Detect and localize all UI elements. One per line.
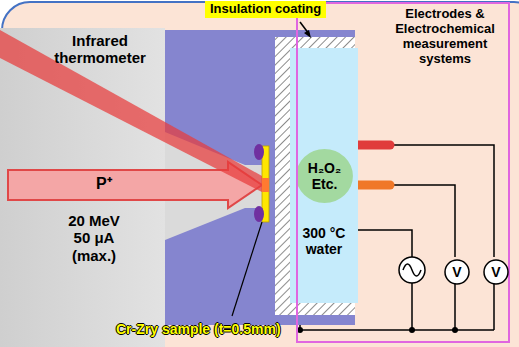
node-text: V: [452, 264, 461, 280]
infrared-beam: [0, 30, 262, 192]
sample-label: Cr-Zry sample (t=0.5mm): [116, 321, 281, 337]
ac-wave: [403, 264, 421, 276]
leader-line: [232, 222, 262, 316]
ac-source-symbol: [399, 257, 425, 283]
callout-box: Insulation coating: [205, 1, 326, 18]
measurement-box: Electrodes & Electrochemical measurement…: [296, 2, 510, 343]
o-ring: [254, 144, 264, 160]
node-text: Insulation coating: [210, 2, 321, 17]
circle: [484, 260, 508, 284]
species-ellipse: H₂O₂ Etc.: [295, 148, 354, 204]
beam-label: P⁺: [96, 175, 112, 193]
node-text: V: [491, 264, 500, 280]
voltmeter-symbol: V: [444, 259, 470, 285]
beam-parameters: 20 MeV 50 μA (max.): [66, 212, 122, 264]
junction-dots: [297, 327, 458, 333]
beam-spot: [262, 178, 269, 192]
circle: [445, 260, 469, 284]
arrowhead: [304, 30, 311, 38]
o-ring: [254, 206, 264, 222]
node-text: H₂O₂ Etc.: [295, 160, 354, 192]
instrument-label: Infrared thermometer: [48, 32, 152, 67]
node-text: Electrodes & Electrochemical measurement…: [384, 7, 506, 67]
voltmeter-symbol: V: [483, 259, 509, 285]
water-region: 300 °C water H₂O₂ Etc.: [290, 48, 358, 303]
node-text: 300 °C water: [290, 225, 358, 257]
